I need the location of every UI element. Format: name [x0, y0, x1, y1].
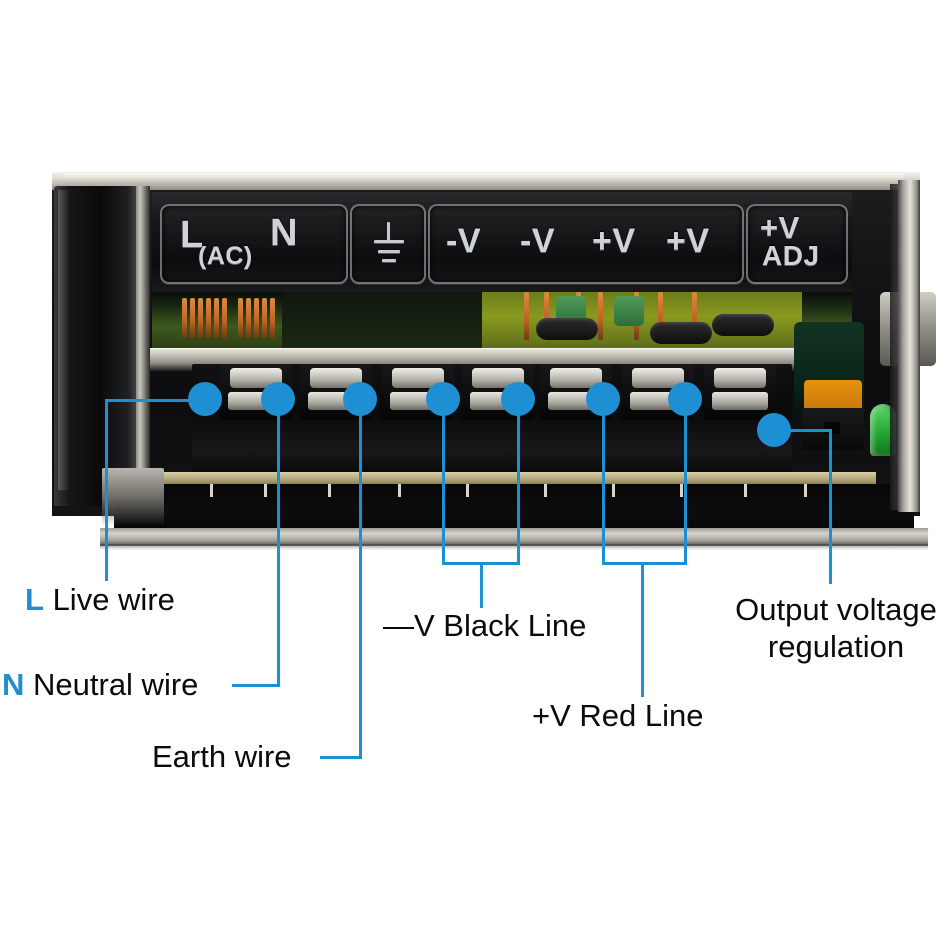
- legend-box-outputs: -V -V +V +V: [428, 204, 744, 284]
- pcb-edge: [136, 472, 876, 484]
- caption-earth-wire: Earth wire: [152, 739, 292, 775]
- leader-negv-bracket: [442, 562, 520, 565]
- legend-box-ac: L (AC) N: [160, 204, 348, 284]
- caption-live-key: L: [25, 582, 44, 617]
- case-top-edge: [51, 172, 921, 190]
- caption-neutral-key: N: [2, 667, 25, 702]
- terminal-block: [192, 364, 792, 472]
- legend-neg-v-2: -V: [520, 222, 555, 260]
- leader-posv-stem: [641, 562, 644, 697]
- base-shadow: [100, 544, 928, 550]
- caption-live-wire: L Live wire: [25, 582, 175, 618]
- engraved-legend-strip: L (AC) N -V -V +V +V +V ADJ: [152, 192, 852, 292]
- caption-output-voltage-regulation: Output voltage regulation: [722, 592, 950, 665]
- caption-earth-label: Earth wire: [152, 739, 292, 774]
- internal-dark-board: [282, 292, 482, 354]
- legend-neg-v-1: -V: [446, 222, 481, 260]
- potentiometer-adjust-slot[interactable]: [824, 422, 840, 434]
- legend-vadj-adj: ADJ: [762, 240, 820, 271]
- caption-negv-label: —V Black Line: [383, 608, 587, 643]
- left-panel-edge: [136, 186, 150, 506]
- caption-neutral-wire: N Neutral wire: [2, 667, 199, 703]
- caption-pot-line1: Output voltage: [735, 592, 937, 627]
- case-top-highlight: [64, 173, 905, 178]
- leader-neutral-horizontal: [232, 684, 280, 687]
- caption-pos-v-red-line: +V Red Line: [532, 698, 704, 734]
- right-inner-edge: [890, 184, 900, 510]
- legend-pos-v-2: +V: [666, 222, 710, 260]
- caption-neg-v-black-line: —V Black Line: [383, 608, 587, 644]
- leader-posv-bracket: [602, 562, 687, 565]
- leader-negv-stem: [480, 562, 483, 608]
- earth-ground-icon: [374, 222, 404, 266]
- legend-pos-v-1: +V: [592, 222, 636, 260]
- internal-components: [152, 292, 852, 354]
- chassis-underside: [114, 484, 914, 532]
- caption-pot-line2: regulation: [767, 628, 905, 664]
- caption-neutral-label: Neutral wire: [33, 667, 199, 702]
- legend-N: N: [270, 212, 298, 254]
- legend-box-vadj: +V ADJ: [746, 204, 848, 284]
- power-supply-unit: L (AC) N -V -V +V +V +V ADJ: [51, 172, 936, 557]
- left-mount-foot: [102, 468, 164, 526]
- caption-live-label: Live wire: [52, 582, 175, 617]
- caption-posv-label: +V Red Line: [532, 698, 704, 733]
- left-side-panel: [54, 186, 138, 506]
- terminal-block-base: [192, 420, 792, 472]
- legend-AC: (AC): [198, 242, 253, 270]
- legend-L: L: [180, 214, 204, 256]
- legend-box-earth: [350, 204, 426, 284]
- legend-vadj-v: +V: [760, 210, 800, 245]
- right-side-edge: [898, 180, 920, 512]
- leader-earth-horizontal: [320, 756, 362, 759]
